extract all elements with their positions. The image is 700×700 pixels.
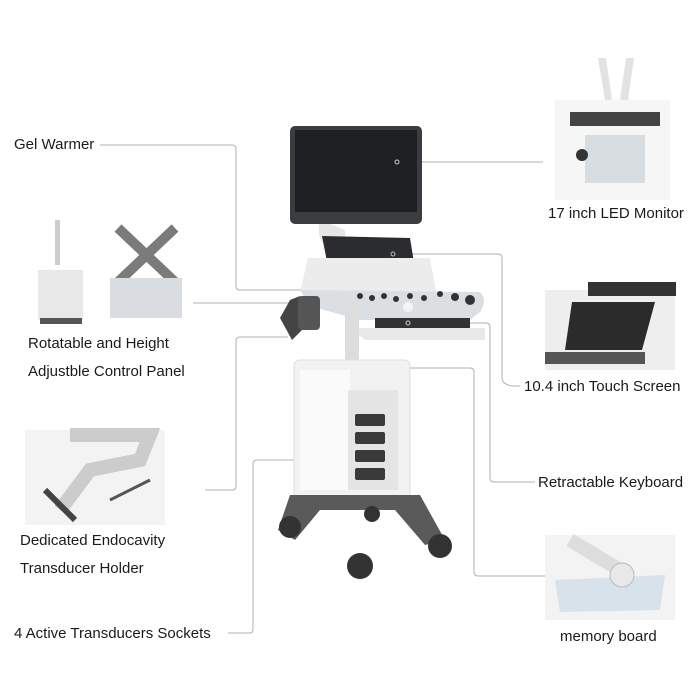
wheels	[279, 506, 452, 579]
thumb-touch-screen	[545, 282, 676, 370]
leader-gel-warmer	[100, 144, 302, 291]
leader-endocavity	[205, 336, 288, 491]
probe-holder	[280, 296, 302, 340]
leader-touch-screen	[393, 253, 520, 387]
label-keyboard: Retractable Keyboard	[538, 474, 684, 491]
keyboard-drawer	[375, 318, 470, 328]
thumb-control-panel	[38, 220, 182, 324]
label-control-panel-1: Rotatable and Height	[28, 335, 169, 352]
label-control-panel-2: Adjustble Control Panel	[28, 363, 185, 380]
label-endocavity-2: Transducer Holder	[20, 560, 144, 577]
label-touch-screen: 10.4 inch Touch Screen	[524, 378, 681, 395]
thumb-monitor-rotation	[555, 58, 670, 200]
label-endocavity-1: Dedicated Endocavity	[20, 532, 166, 549]
label-sockets: 4 Active Transducers Sockets	[14, 625, 211, 642]
thumb-memory-board	[545, 533, 675, 620]
leader-lines	[100, 144, 545, 634]
thumb-endocavity	[25, 428, 165, 525]
label-memory-board: memory board	[560, 628, 657, 645]
leader-sockets	[228, 459, 345, 634]
label-gel-warmer: Gel Warmer	[14, 136, 95, 153]
transducer-sockets	[355, 414, 385, 480]
label-monitor: 17 inch LED Monitor	[548, 205, 684, 222]
base	[278, 495, 445, 545]
leader-memory-board	[410, 367, 545, 577]
ultrasound-machine	[278, 126, 485, 579]
leader-keyboard	[408, 322, 535, 483]
